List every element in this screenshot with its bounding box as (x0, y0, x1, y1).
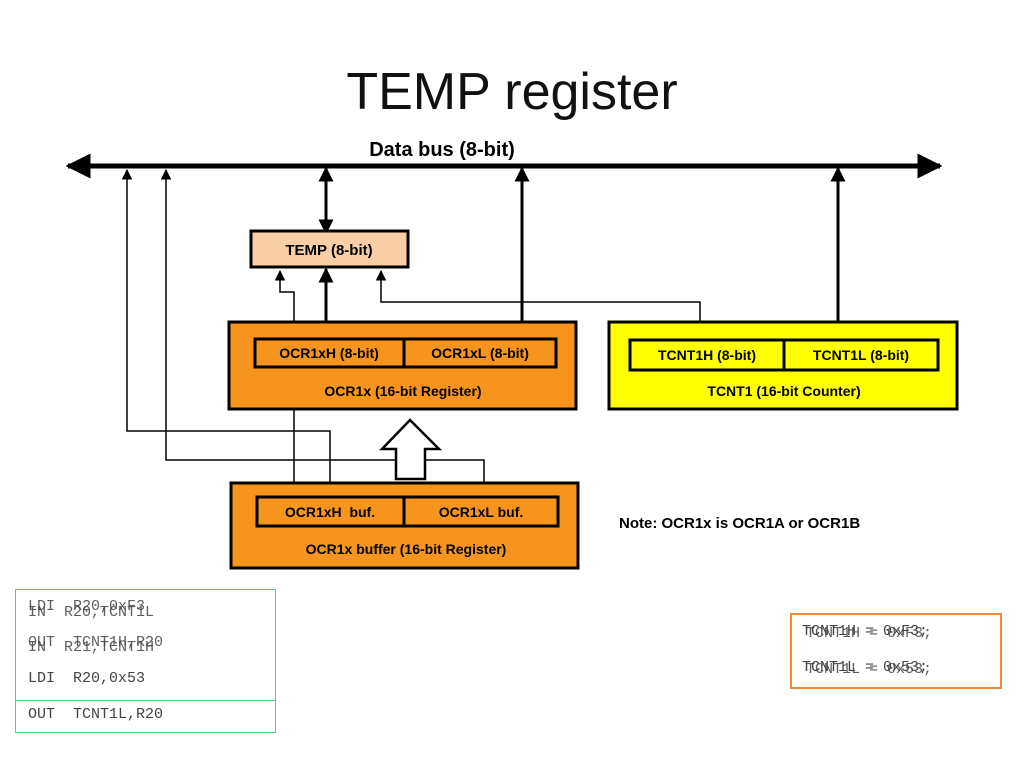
tcnt-high-label: TCNT1H (8-bit) (658, 347, 756, 363)
c-code-line-back-1: TCNT1H = 0xF3; (806, 625, 933, 642)
c-code-line-1: TCNT1H = 0xF3; (802, 623, 929, 640)
temp-label: TEMP (8-bit) (285, 242, 372, 259)
code-line-2: OUT TCNT1H,R20 (28, 634, 164, 651)
data-bus: Data bus (8-bit) (65, 139, 943, 179)
page-title: TEMP register (346, 63, 678, 121)
code-line-back-1: IN R20,TCNT1L (28, 604, 155, 621)
c-code-line-back-2: TCNT1L = 0x53; (806, 661, 933, 678)
ocr-high-label: OCR1xH (8-bit) (279, 345, 379, 361)
c-code-line-2: TCNT1L = 0x53; (802, 659, 929, 676)
tcnt-register: TCNT1H (8-bit) TCNT1L (8-bit) TCNT1 (16-… (607, 320, 959, 411)
code-line-1: LDI R20,0xF3 (28, 598, 146, 615)
c-code-box: TCNT1H = 0xF3; TCNT1L = 0x53; TCNT1H = 0… (790, 613, 1002, 689)
tcnt-caption: TCNT1 (16-bit Counter) (707, 383, 860, 399)
ocr-caption: OCR1x (16-bit Register) (324, 383, 481, 399)
buffer-caption: OCR1x buffer (16-bit Register) (306, 541, 507, 557)
code-divider (16, 700, 275, 701)
tcnt-low-label: TCNT1L (8-bit) (813, 347, 909, 363)
note-text: Note: OCR1x is OCR1A or OCR1B (619, 515, 860, 532)
buffer-register: OCR1xH buf. OCR1xL buf. OCR1x buffer (16… (229, 481, 580, 570)
code-line-3: LDI R20,0x53 (28, 670, 146, 687)
ocr-low-label: OCR1xL (8-bit) (431, 345, 529, 361)
ocr-register: OCR1xH (8-bit) OCR1xL (8-bit) OCR1x (16-… (227, 320, 578, 411)
bus-to-buffer-low-path (160, 168, 490, 497)
data-bus-label: Data bus (8-bit) (369, 139, 515, 161)
buffer-to-ocr-block-arrow (379, 418, 443, 481)
code-line-4: OUT TCNT1L,R20 (28, 706, 164, 723)
buffer-low-label: OCR1xL buf. (439, 504, 524, 520)
temp-register: TEMP (8-bit) (249, 229, 410, 269)
code-line-back-2: IN R21,TCNT1H (28, 639, 155, 656)
assembly-code-box: IN R20,TCNT1L IN R21,TCNT1H LDI R20,0xF3… (15, 589, 276, 733)
buffer-high-label: OCR1xH buf. (285, 504, 375, 520)
